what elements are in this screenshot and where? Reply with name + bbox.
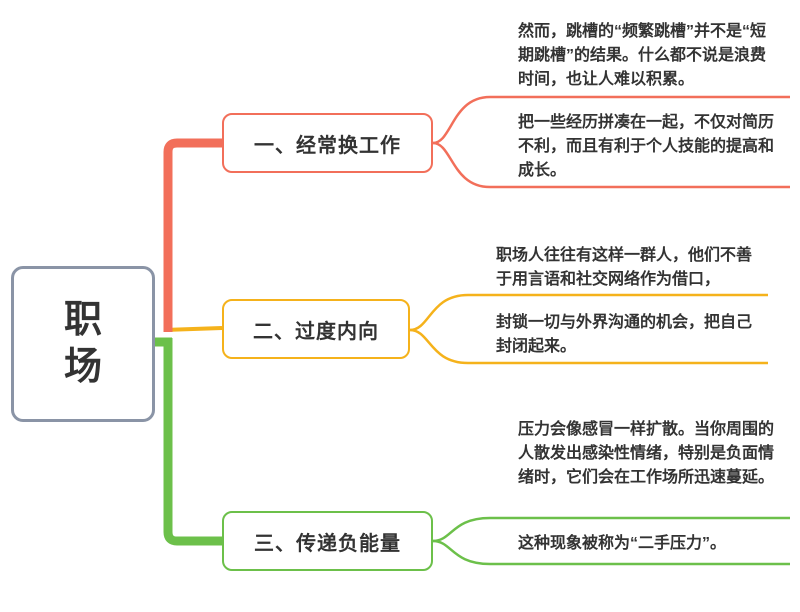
root-node[interactable]: 职场 [11,266,155,422]
branch-node-1[interactable]: 一、经常换工作 [222,113,433,173]
branch3-connector [163,338,222,546]
branch3-curve-top [432,516,790,543]
branch-1-note-1: 然而，跳槽的“频繁跳槽”并不是“短期跳槽”的结果。什么都不说是浪费时间，也让人难… [518,23,767,88]
branch-3-label: 三、传递负能量 [254,532,401,555]
branch3-curve-bottom [432,539,790,566]
branch1-connector [163,138,222,332]
root-label: 职场 [63,298,102,389]
branch-1-note-2: 把一些经历拼凑在一起，不仅对简历不利，而且有利于个人技能的提高和成长。 [518,114,775,179]
branch2-curve-bottom [409,328,768,365]
branch2-curve-top [409,293,768,332]
branch-3-note-2: 这种现象被称为“二手压力”。 [518,535,727,552]
branch-3-note-1: 压力会像感冒一样扩散。当你周围的人散发出感染性情绪，特别是负面情绪时，它们会在工… [518,421,775,486]
branch-node-2[interactable]: 二、过度内向 [222,299,410,359]
branch-2-note-1: 职场人往往有这样一群人，他们不善于用言语和社交网络作为借口， [496,247,753,288]
trunk-connector-orange [163,326,223,332]
branch-2-note-2: 封锁一切与外界沟通的机会，把自己封闭起来。 [496,314,753,355]
branch-node-3[interactable]: 三、传递负能量 [222,511,433,571]
branch-2-label: 二、过度内向 [253,320,379,343]
branch-1-label: 一、经常换工作 [254,134,401,157]
branch1-curve-bottom [432,141,790,189]
branch1-curve-top [432,95,790,145]
